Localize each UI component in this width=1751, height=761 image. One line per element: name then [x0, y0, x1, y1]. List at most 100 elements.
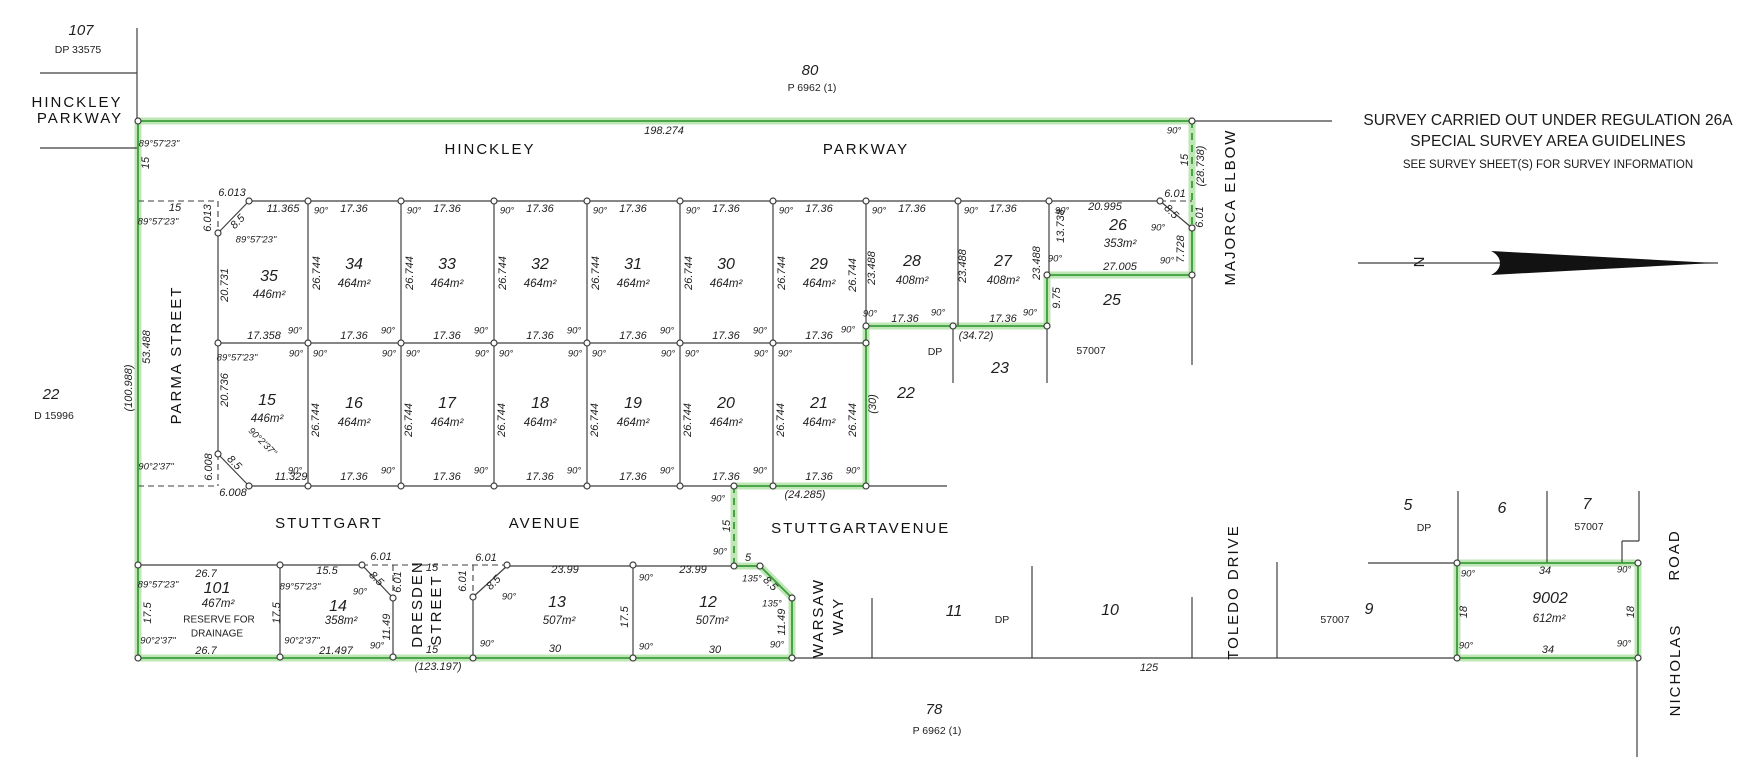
vertex-dot: [134, 654, 142, 662]
angle-label: 90°: [778, 349, 793, 360]
lot-number: 7: [1583, 496, 1593, 513]
dimension-label: 26.744: [590, 256, 602, 291]
vertex-dot: [503, 561, 511, 569]
street-name: DRESDEN: [409, 560, 426, 647]
vertex-dot: [1634, 559, 1642, 567]
angle-label: 90°: [568, 349, 583, 360]
angle-label: 90°2'37": [284, 636, 320, 647]
angle-label: 90°: [1461, 569, 1476, 580]
street-name: PARKWAY: [37, 110, 123, 127]
angle-label: 89°57'23": [280, 582, 321, 593]
lot-number: 34: [345, 256, 363, 273]
vertex-dot: [788, 594, 796, 602]
construction-lines: [138, 200, 1192, 598]
vertex-dot: [769, 482, 777, 490]
lot-number: 29: [809, 256, 828, 273]
angle-label: 90°: [593, 206, 608, 217]
lot-number: 32: [531, 256, 549, 273]
dimension-label: 21.497: [318, 645, 354, 657]
lot-number: 18: [531, 395, 549, 412]
lot-number: 9002: [1532, 590, 1568, 607]
north-label: N: [1411, 257, 1428, 268]
street-name: TOLEDO DRIVE: [1225, 524, 1242, 659]
angle-label: 89°57'23": [138, 580, 179, 591]
lot-number: 15: [258, 392, 276, 409]
angle-label: 90°: [1167, 126, 1182, 137]
angle-label: 90°: [841, 325, 856, 336]
angle-label: 90°2'37": [138, 462, 174, 473]
vertex-dot: [304, 197, 312, 205]
dimension-label: 11.365: [267, 203, 301, 215]
angle-label: 90°: [753, 466, 768, 477]
angle-label: 90°: [314, 206, 329, 217]
dimension-label: 53.488: [141, 329, 153, 364]
lot-number: 6: [1498, 500, 1507, 517]
dimension-label: 27.005: [1102, 261, 1138, 273]
angle-label: 90°: [289, 349, 304, 360]
angle-label: 90°: [502, 592, 517, 603]
angle-label: 90°: [1023, 308, 1038, 319]
street-name: WARSAW: [810, 578, 827, 658]
vertex-dot: [469, 654, 477, 662]
street-name: STUTTGART: [771, 520, 879, 537]
lot-area: 446m²: [253, 289, 287, 301]
angle-label: 90°: [480, 639, 495, 650]
adjoining-lot-number: 80: [802, 62, 819, 79]
lot-area: 464m²: [617, 278, 651, 290]
dimension-label: 17.36: [989, 203, 1017, 215]
title-line-1: SURVEY CARRIED OUT UNDER REGULATION 26A: [1363, 112, 1733, 129]
vertex-dot: [245, 197, 253, 205]
lot-area: 612m²: [1533, 613, 1567, 625]
angle-label: 90°: [381, 326, 396, 337]
dimension-label: 17.36: [805, 203, 833, 215]
dimension-label: 15: [426, 644, 439, 656]
lot-area: 464m²: [524, 278, 558, 290]
dimension-label: 26.7: [194, 645, 217, 657]
vertex-dots: [134, 117, 1642, 662]
angle-label: 90°: [288, 466, 303, 477]
angle-label: 90°: [711, 494, 726, 505]
street-name: HINCKLEY: [31, 94, 122, 111]
angle-label: 90°: [567, 466, 582, 477]
dimension-label: 26.744: [404, 256, 416, 291]
dimension-label: 9.75: [1051, 286, 1063, 308]
dimension-label: (100.988): [123, 364, 135, 411]
vertex-dot: [397, 482, 405, 490]
angle-label: 135°: [762, 599, 782, 610]
lot-number: 17: [438, 395, 457, 412]
angle-label: 90°: [1055, 206, 1070, 217]
dimension-label: 6.01: [475, 552, 496, 564]
angle-label: 90°: [931, 308, 946, 319]
vertex-dot: [134, 561, 142, 569]
dimension-label: 6.01: [457, 570, 469, 591]
vertex-dot: [276, 561, 284, 569]
vertex-dot: [490, 482, 498, 490]
adjoining-lot-number: 22: [42, 386, 60, 403]
lot-number: 35: [260, 268, 278, 285]
dimension-label: 26.744: [775, 403, 787, 438]
angle-label: 90°: [753, 326, 768, 337]
vertex-dot: [490, 339, 498, 347]
lot-number: 26: [1108, 217, 1127, 234]
dimension-label: (123.197): [414, 661, 461, 673]
dimension-label: 6.01: [392, 571, 404, 592]
street-name: MAJORCA ELBOW: [1222, 129, 1239, 286]
lot-number: 20: [716, 395, 735, 412]
dimension-label: 17.36: [433, 203, 461, 215]
dimension-label: 30: [549, 643, 562, 655]
dimension-label: 26.744: [776, 256, 788, 291]
vertex-dot: [1634, 654, 1642, 662]
street-name: WAY: [830, 597, 847, 636]
plan-reference: 57007: [1076, 345, 1105, 357]
angle-label: 90°: [592, 349, 607, 360]
angle-label: 90°2'37": [140, 636, 176, 647]
dimension-label: 7.728: [1175, 234, 1187, 262]
street-name: STREET: [428, 574, 445, 645]
lot-number: 13: [548, 594, 566, 611]
title-block: SURVEY CARRIED OUT UNDER REGULATION 26A …: [1359, 110, 1737, 171]
dimension-label: 17.36: [526, 330, 554, 342]
lot-number: 12: [699, 594, 717, 611]
dimension-label: 26.744: [403, 403, 415, 438]
dimension-label: 26.744: [682, 403, 694, 438]
vertex-dot: [1188, 224, 1196, 232]
